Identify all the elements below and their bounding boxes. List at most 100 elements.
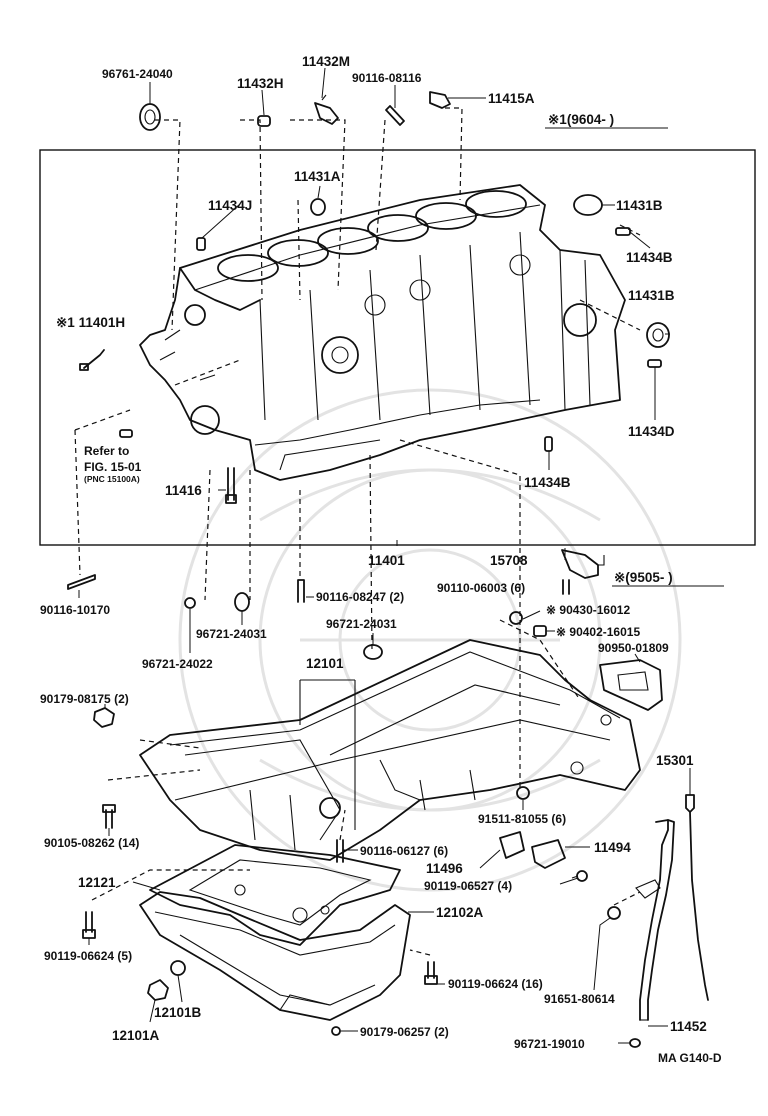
- gasket-12101A[interactable]: [147, 979, 169, 1001]
- guide-15708[interactable]: [561, 549, 605, 579]
- bolt-91651-80614[interactable]: [607, 906, 621, 920]
- label-12102A: 12102A: [436, 905, 484, 920]
- label-90179-06257: 90179-06257 (2): [360, 1025, 449, 1039]
- label-90119-06527: 90119-06527 (4): [424, 879, 512, 893]
- label-11431B-top: 11431B: [616, 198, 663, 213]
- label-96761-24040: 96761-24040: [102, 67, 173, 81]
- label-leader-lines: [78, 67, 691, 1044]
- label-90430-16012: ※ 90430-16012: [546, 603, 630, 617]
- bolt-90105-08262[interactable]: [102, 804, 116, 829]
- o-ring-96721-19010[interactable]: [629, 1038, 641, 1048]
- label-90116-08116: 90116-08116: [352, 71, 422, 85]
- label-90119-06624-left: 90119-06624 (5): [44, 949, 132, 963]
- cover-90950-01809[interactable]: [599, 659, 663, 711]
- label-11494: 11494: [594, 840, 631, 855]
- label-pnc-ref: (PNC 15100A): [84, 474, 140, 484]
- label-fig-ref: FIG. 15-01: [84, 460, 142, 474]
- label-90179-08175: 90179-08175 (2): [40, 692, 129, 706]
- sensor-11432M[interactable]: [314, 94, 339, 125]
- label-12101: 12101: [306, 656, 344, 671]
- o-ring-96721-24031-left[interactable]: [234, 592, 250, 612]
- label-90402-16015: ※ 90402-16015: [556, 625, 640, 639]
- label-11434B-top: 11434B: [626, 250, 673, 265]
- oil-pan-lower-12102A[interactable]: [139, 891, 411, 1021]
- label-11401: 11401: [368, 553, 405, 568]
- pin-11434J[interactable]: [196, 237, 206, 251]
- label-15708: 15708: [490, 553, 528, 568]
- label-refer-to: Refer to: [84, 444, 129, 458]
- dipstick-guide-11452[interactable]: [635, 819, 675, 1021]
- label-90119-06624-right: 90119-06624 (16): [448, 977, 543, 991]
- dashed-leader-lines: [74, 107, 641, 790]
- bolt-11401H[interactable]: [79, 349, 105, 371]
- bolt-11416[interactable]: [225, 467, 237, 504]
- washer-90179-06257[interactable]: [331, 1026, 341, 1036]
- plug-90402-16015[interactable]: [533, 625, 547, 637]
- label-12101B: 12101B: [154, 1005, 202, 1020]
- label-11434D: 11434D: [628, 424, 675, 439]
- nut-90179-08175[interactable]: [93, 707, 115, 728]
- part-labels: 96761-24040 11432H 11432M 90116-08116 11…: [40, 54, 724, 1065]
- dipstick-15301[interactable]: [685, 794, 709, 1001]
- plug-11431B-mid[interactable]: [646, 322, 670, 348]
- label-90110-06003: 90110-06003 (6): [437, 581, 525, 595]
- washer-90430-16012[interactable]: [509, 611, 523, 625]
- label-fig-code: MA G140-D: [658, 1051, 722, 1065]
- label-11415A: 11415A: [488, 91, 535, 106]
- stud-90116-10170[interactable]: [67, 574, 96, 590]
- pin-11434B-low[interactable]: [544, 436, 553, 452]
- gasket-11496[interactable]: [499, 831, 525, 859]
- label-11432M: 11432M: [302, 54, 350, 69]
- fitting-11415A[interactable]: [429, 91, 451, 109]
- bolt-90119-06624-right[interactable]: [424, 961, 438, 985]
- pin-11434D[interactable]: [647, 359, 662, 368]
- cylinder-block-11401[interactable]: [139, 184, 626, 481]
- label-96721-24031-left: 96721-24031: [196, 627, 267, 641]
- label-90105-08262: 90105-08262 (14): [44, 836, 139, 850]
- o-ring-96721-24031-right[interactable]: [363, 644, 383, 660]
- label-11434B-low: 11434B: [524, 475, 571, 490]
- label-11431B-mid: 11431B: [628, 288, 675, 303]
- stud-90116-06127[interactable]: [336, 839, 344, 863]
- oil-seal-96761-24040[interactable]: [139, 103, 161, 131]
- label-11401H: ※1 11401H: [56, 315, 125, 330]
- label-11416: 11416: [165, 483, 202, 498]
- stud-90116-08116[interactable]: [385, 105, 405, 126]
- label-15301: 15301: [656, 753, 694, 768]
- gasket-12121[interactable]: [149, 844, 401, 946]
- cover-11494[interactable]: [531, 839, 566, 869]
- bolt-90119-06527[interactable]: [571, 870, 588, 882]
- plug-11431A[interactable]: [310, 198, 326, 216]
- plug-11432H[interactable]: [257, 115, 271, 127]
- label-90950-01809: 90950-01809: [598, 641, 669, 655]
- label-11452: 11452: [670, 1019, 707, 1034]
- label-90116-06127: 90116-06127 (6): [360, 844, 448, 858]
- o-ring-96721-24022[interactable]: [184, 597, 196, 609]
- oil-pan-upper-12101[interactable]: [139, 639, 641, 861]
- bolt-90119-06624-left[interactable]: [82, 911, 96, 939]
- label-11431A: 11431A: [294, 169, 341, 184]
- drain-plug-12101B[interactable]: [170, 960, 186, 976]
- pin-11434B-top[interactable]: [615, 227, 631, 236]
- pin-refer[interactable]: [119, 429, 133, 438]
- label-9604: ※1(9604- ): [548, 112, 614, 127]
- plug-11431B-top[interactable]: [573, 194, 603, 216]
- bolt-90110-06003[interactable]: [562, 579, 570, 595]
- stud-90116-08247[interactable]: [297, 579, 305, 603]
- label-90116-10170: 90116-10170: [40, 603, 110, 617]
- label-91651-80614: 91651-80614: [544, 992, 615, 1006]
- label-12121: 12121: [78, 875, 116, 890]
- label-11434J: 11434J: [208, 198, 252, 213]
- label-91511-81055: 91511-81055 (6): [478, 812, 566, 826]
- dashed-leader-lines-lower: [91, 619, 641, 956]
- label-96721-19010: 96721-19010: [514, 1037, 585, 1051]
- bolt-91511-81055[interactable]: [516, 786, 530, 800]
- label-96721-24022: 96721-24022: [142, 657, 213, 671]
- label-90116-08247: 90116-08247 (2): [316, 590, 404, 604]
- label-11496: 11496: [426, 861, 463, 876]
- label-96721-24031-right: 96721-24031: [326, 617, 397, 631]
- label-9505: ※(9505- ): [614, 570, 673, 585]
- label-12101A: 12101A: [112, 1028, 160, 1043]
- label-11432H: 11432H: [237, 76, 284, 91]
